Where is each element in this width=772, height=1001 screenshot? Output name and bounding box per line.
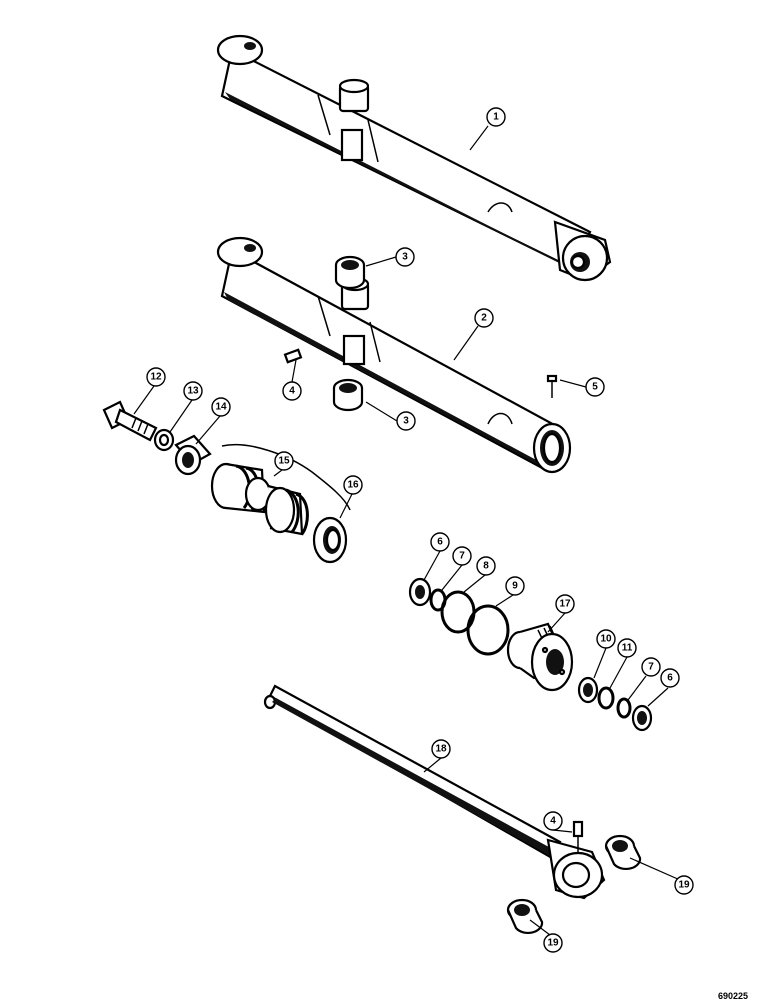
figure-number: 690225 — [718, 991, 749, 1001]
callout-18: 18 — [431, 739, 451, 759]
wear-ring — [312, 516, 348, 564]
svg-text:11: 11 — [622, 643, 633, 654]
svg-text:6: 6 — [437, 537, 443, 548]
cylinder-barrel — [216, 236, 572, 474]
callout-17: 17 — [555, 594, 575, 614]
svg-text:8: 8 — [483, 561, 489, 572]
callout-15: 15 — [274, 451, 294, 471]
backup-ring — [466, 604, 510, 656]
svg-text:4: 4 — [550, 816, 556, 827]
callout-6-right: 6 — [660, 668, 680, 688]
o-ring-small-right — [616, 697, 632, 719]
bushing-top — [334, 255, 366, 290]
bushing-rod-right — [604, 834, 642, 871]
svg-text:19: 19 — [547, 938, 559, 949]
callout-19-right: 19 — [674, 875, 694, 895]
callout-8: 8 — [476, 556, 496, 576]
svg-text:6: 6 — [667, 673, 673, 684]
callout-6-left: 6 — [430, 532, 450, 552]
callout-3-top: 3 — [395, 247, 415, 267]
svg-text:2: 2 — [481, 313, 487, 324]
svg-text:9: 9 — [512, 581, 518, 592]
callout-5: 5 — [585, 377, 605, 397]
callout-14: 14 — [211, 397, 231, 417]
svg-text:14: 14 — [215, 402, 227, 413]
piston-rod — [263, 684, 606, 900]
wiper-seal-left — [408, 577, 432, 607]
svg-text:5: 5 — [592, 382, 598, 393]
callout-11: 11 — [617, 638, 637, 658]
callout-2: 2 — [474, 308, 494, 328]
grease-fitting-rod — [572, 820, 584, 852]
callout-1: 1 — [486, 107, 506, 127]
svg-text:12: 12 — [150, 372, 162, 383]
callout-16: 16 — [343, 475, 363, 495]
screw — [546, 374, 558, 398]
gland — [506, 622, 574, 692]
bushing-rod-left — [506, 898, 544, 935]
svg-text:19: 19 — [678, 880, 690, 891]
callout-10: 10 — [596, 629, 616, 649]
callout-7-left: 7 — [452, 546, 472, 566]
rod-seal — [577, 676, 599, 704]
svg-text:15: 15 — [278, 456, 290, 467]
callout-4-rod: 4 — [543, 811, 563, 831]
svg-text:17: 17 — [559, 599, 571, 610]
svg-text:10: 10 — [600, 634, 612, 645]
bushing-bottom — [332, 378, 364, 412]
callout-9: 9 — [505, 576, 525, 596]
piston-assembly — [210, 444, 351, 536]
svg-text:7: 7 — [459, 551, 465, 562]
bolt — [102, 400, 158, 442]
leader-lines — [133, 125, 681, 936]
washer — [153, 428, 175, 452]
grease-fitting-barrel — [283, 348, 303, 364]
callout-12: 12 — [146, 367, 166, 387]
cylinder-tube-with-clevis — [216, 34, 612, 282]
svg-text:3: 3 — [403, 416, 409, 427]
svg-text:18: 18 — [435, 744, 447, 755]
callout-3-bottom: 3 — [396, 411, 416, 431]
svg-text:13: 13 — [187, 386, 199, 397]
callout-4-barrel: 4 — [282, 381, 302, 401]
wiper-seal-right — [631, 704, 653, 732]
callout-19-left: 19 — [543, 933, 563, 953]
svg-text:1: 1 — [493, 112, 499, 123]
callout-7-right: 7 — [641, 657, 661, 677]
nut — [174, 434, 212, 476]
svg-text:3: 3 — [402, 252, 408, 263]
backup-washer — [597, 686, 615, 710]
callout-13: 13 — [183, 381, 203, 401]
svg-text:4: 4 — [289, 386, 295, 397]
svg-text:16: 16 — [347, 480, 359, 491]
svg-text:7: 7 — [648, 662, 654, 673]
